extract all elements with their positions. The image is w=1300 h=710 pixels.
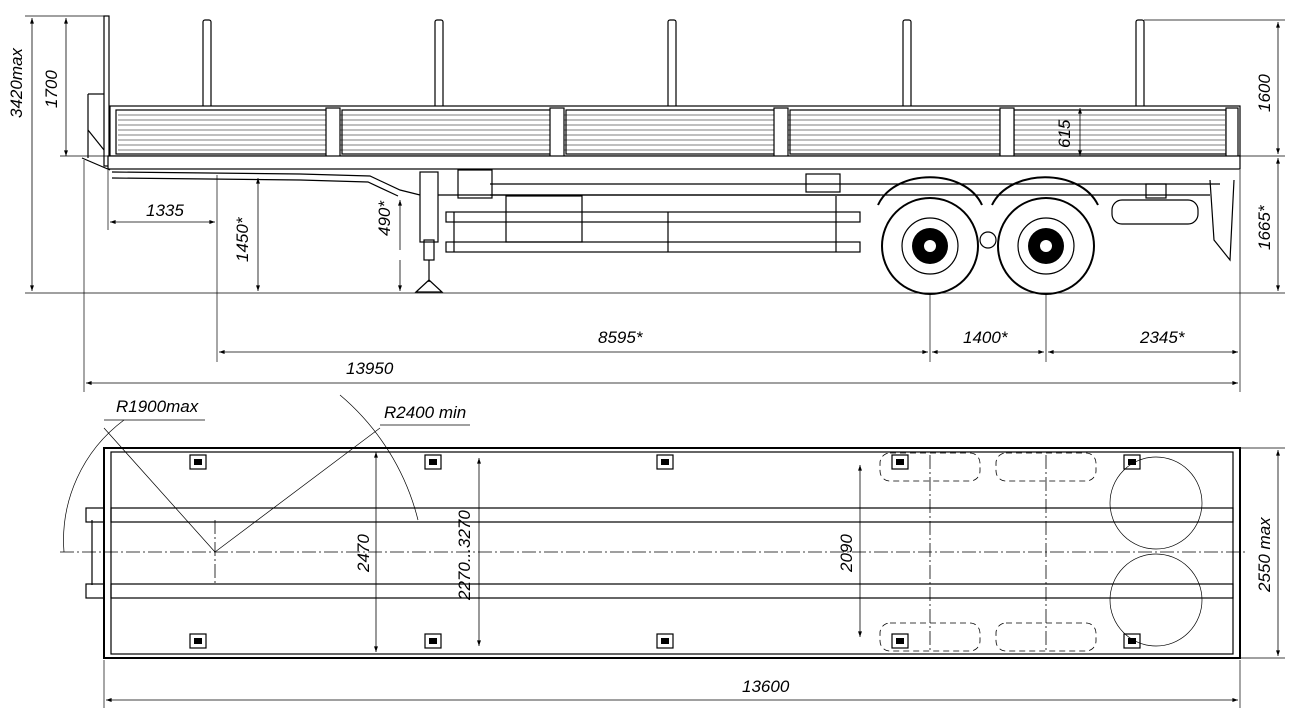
side-boards [109, 105, 1241, 159]
side-guard [445, 195, 861, 253]
front-mudguard [877, 176, 983, 206]
dimension-lines [25, 15, 1285, 708]
landing-gear [414, 171, 444, 293]
front-wheel [881, 197, 979, 295]
label-stake-spacing-range: 2270...3270 [455, 510, 474, 601]
trailer-frame [107, 155, 1241, 262]
label-rear-overhang: 2345* [1139, 328, 1186, 347]
front-coupler [85, 507, 105, 599]
label-post-height: 1700 [42, 70, 61, 108]
label-wheel-track: 2090 [837, 534, 856, 573]
top-view [60, 394, 1245, 659]
label-kingpin-swing-radius: R2400 min [384, 403, 466, 422]
stake-pockets [189, 454, 1141, 649]
label-landing-gear-height: 490* [375, 200, 394, 236]
platform-outline [103, 447, 1241, 659]
spare-wheel-lower [1109, 553, 1203, 647]
label-kingpin-height: 1450* [233, 216, 252, 262]
label-side-board-height: 615 [1055, 119, 1074, 148]
rear-wheel [997, 197, 1095, 295]
label-kingpin-offset: 1335 [146, 201, 184, 220]
label-platform-height: 1665* [1255, 204, 1274, 250]
swing-radii [63, 394, 470, 553]
hidden-wheels [879, 452, 1097, 652]
side-view [25, 15, 1285, 295]
label-overall-width: 2550 max [1255, 517, 1274, 593]
spare-wheel-upper [1109, 456, 1203, 550]
rear-mudguard [991, 176, 1099, 206]
stakes [202, 19, 1145, 109]
label-inner-width: 2470 [354, 534, 373, 573]
label-stake-height: 1600 [1255, 74, 1274, 112]
label-max-height: 3420max [7, 48, 26, 118]
main-beam-left [110, 507, 1234, 523]
label-front-swing-radius: R1900max [116, 397, 199, 416]
label-platform-length: 13600 [742, 677, 790, 696]
label-kingpin-to-axle: 8595* [598, 328, 644, 347]
main-beam-right [110, 583, 1234, 599]
axle-hub [979, 231, 997, 249]
label-axle-spacing: 1400* [963, 328, 1009, 347]
label-overall-length: 13950 [346, 359, 394, 378]
front-headboard [81, 15, 111, 171]
